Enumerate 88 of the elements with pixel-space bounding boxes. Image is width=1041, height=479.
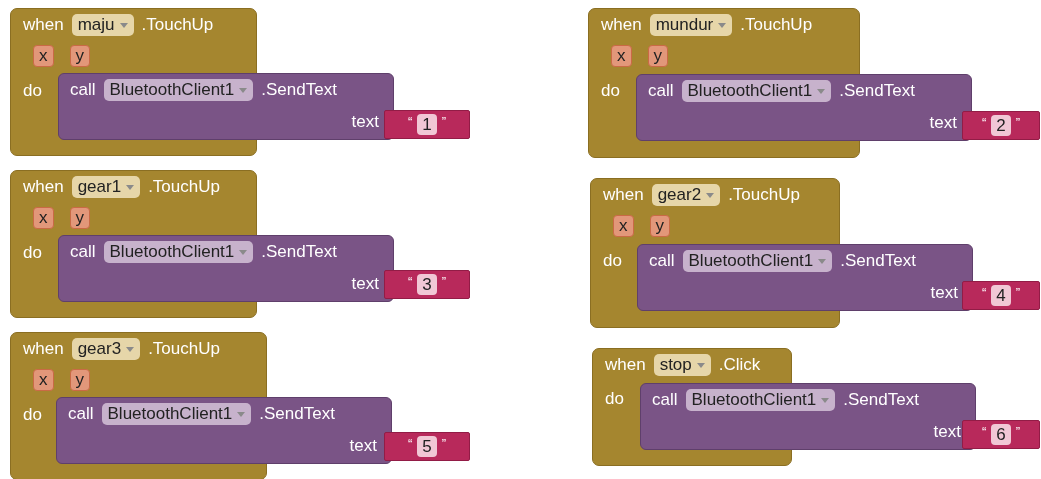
socket-label: text <box>930 283 958 303</box>
parameter-label: x <box>33 207 54 229</box>
keyword-label: do <box>601 81 620 101</box>
call-block <box>637 244 973 311</box>
parameter-label: y <box>647 45 668 67</box>
event-name: .TouchUp <box>740 15 813 35</box>
call-block <box>640 383 976 450</box>
component-dropdown: BluetoothClient1 <box>685 389 836 411</box>
call-block <box>58 235 394 302</box>
method-name: .SendText <box>261 242 337 262</box>
quote-mark: “ <box>981 285 987 300</box>
component-dropdown: BluetoothClient1 <box>101 403 252 425</box>
quote-mark: “ <box>981 115 987 130</box>
keyword-label: do <box>23 405 42 425</box>
call-block <box>636 74 972 141</box>
socket-label: text <box>929 113 957 133</box>
quote-mark: “ <box>407 114 413 129</box>
string-value: 5 <box>417 436 437 457</box>
component-dropdown: gear2 <box>651 184 721 206</box>
parameter-label: x <box>33 369 54 391</box>
string-value: 2 <box>991 115 1011 136</box>
method-name: .SendText <box>840 251 916 271</box>
keyword-label: do <box>605 389 624 409</box>
method-name: .SendText <box>261 80 337 100</box>
component-dropdown: stop <box>653 354 711 376</box>
parameter-label: y <box>69 369 90 391</box>
call-block <box>58 73 394 140</box>
quote-mark: ” <box>1015 424 1021 439</box>
keyword-label: when <box>605 355 646 375</box>
keyword-label: call <box>68 404 94 424</box>
keyword-label: do <box>23 243 42 263</box>
component-dropdown: BluetoothClient1 <box>681 80 832 102</box>
socket-label: text <box>349 436 377 456</box>
text-string-block <box>384 110 470 139</box>
text-string-block <box>384 432 470 461</box>
event-name: .TouchUp <box>148 339 220 359</box>
string-value: 1 <box>417 114 437 135</box>
component-dropdown: BluetoothClient1 <box>682 250 833 272</box>
string-value: 3 <box>417 274 437 295</box>
string-value: 6 <box>991 424 1011 445</box>
text-string-block <box>962 281 1040 310</box>
event-name: .TouchUp <box>148 177 220 197</box>
quote-mark: “ <box>407 436 413 451</box>
component-dropdown: BluetoothClient1 <box>103 79 254 101</box>
component-dropdown: BluetoothClient1 <box>103 241 254 263</box>
quote-mark: ” <box>1015 285 1021 300</box>
parameter-label: y <box>69 45 90 67</box>
component-dropdown: gear1 <box>71 176 141 198</box>
keyword-label: call <box>649 251 675 271</box>
quote-mark: “ <box>981 424 987 439</box>
parameter-label: x <box>611 45 632 67</box>
parameter-label: y <box>69 207 90 229</box>
text-string-block <box>962 111 1040 140</box>
keyword-label: when <box>601 15 642 35</box>
event-name: .Click <box>718 355 761 375</box>
parameter-label: y <box>649 215 670 237</box>
component-dropdown: gear3 <box>71 338 141 360</box>
call-block <box>56 397 392 464</box>
quote-mark: ” <box>441 114 447 129</box>
keyword-label: when <box>23 339 64 359</box>
event-name: .TouchUp <box>728 185 800 205</box>
event-name: .TouchUp <box>141 15 214 35</box>
string-value: 4 <box>991 285 1011 306</box>
keyword-label: when <box>603 185 644 205</box>
method-name: .SendText <box>259 404 335 424</box>
text-string-block <box>384 270 470 299</box>
socket-label: text <box>351 112 379 132</box>
parameter-label: x <box>613 215 634 237</box>
component-dropdown: maju <box>71 14 134 36</box>
parameter-label: x <box>33 45 54 67</box>
keyword-label: when <box>23 177 64 197</box>
quote-mark: ” <box>441 436 447 451</box>
keyword-label: do <box>603 251 622 271</box>
method-name: .SendText <box>839 81 915 101</box>
keyword-label: call <box>70 80 96 100</box>
quote-mark: “ <box>407 274 413 289</box>
keyword-label: call <box>648 81 674 101</box>
socket-label: text <box>933 422 961 442</box>
keyword-label: call <box>70 242 96 262</box>
text-string-block <box>962 420 1040 449</box>
quote-mark: ” <box>1015 115 1021 130</box>
keyword-label: call <box>652 390 678 410</box>
method-name: .SendText <box>843 390 919 410</box>
socket-label: text <box>351 274 379 294</box>
keyword-label: do <box>23 81 42 101</box>
quote-mark: ” <box>441 274 447 289</box>
component-dropdown: mundur <box>649 14 733 36</box>
keyword-label: when <box>23 15 64 35</box>
